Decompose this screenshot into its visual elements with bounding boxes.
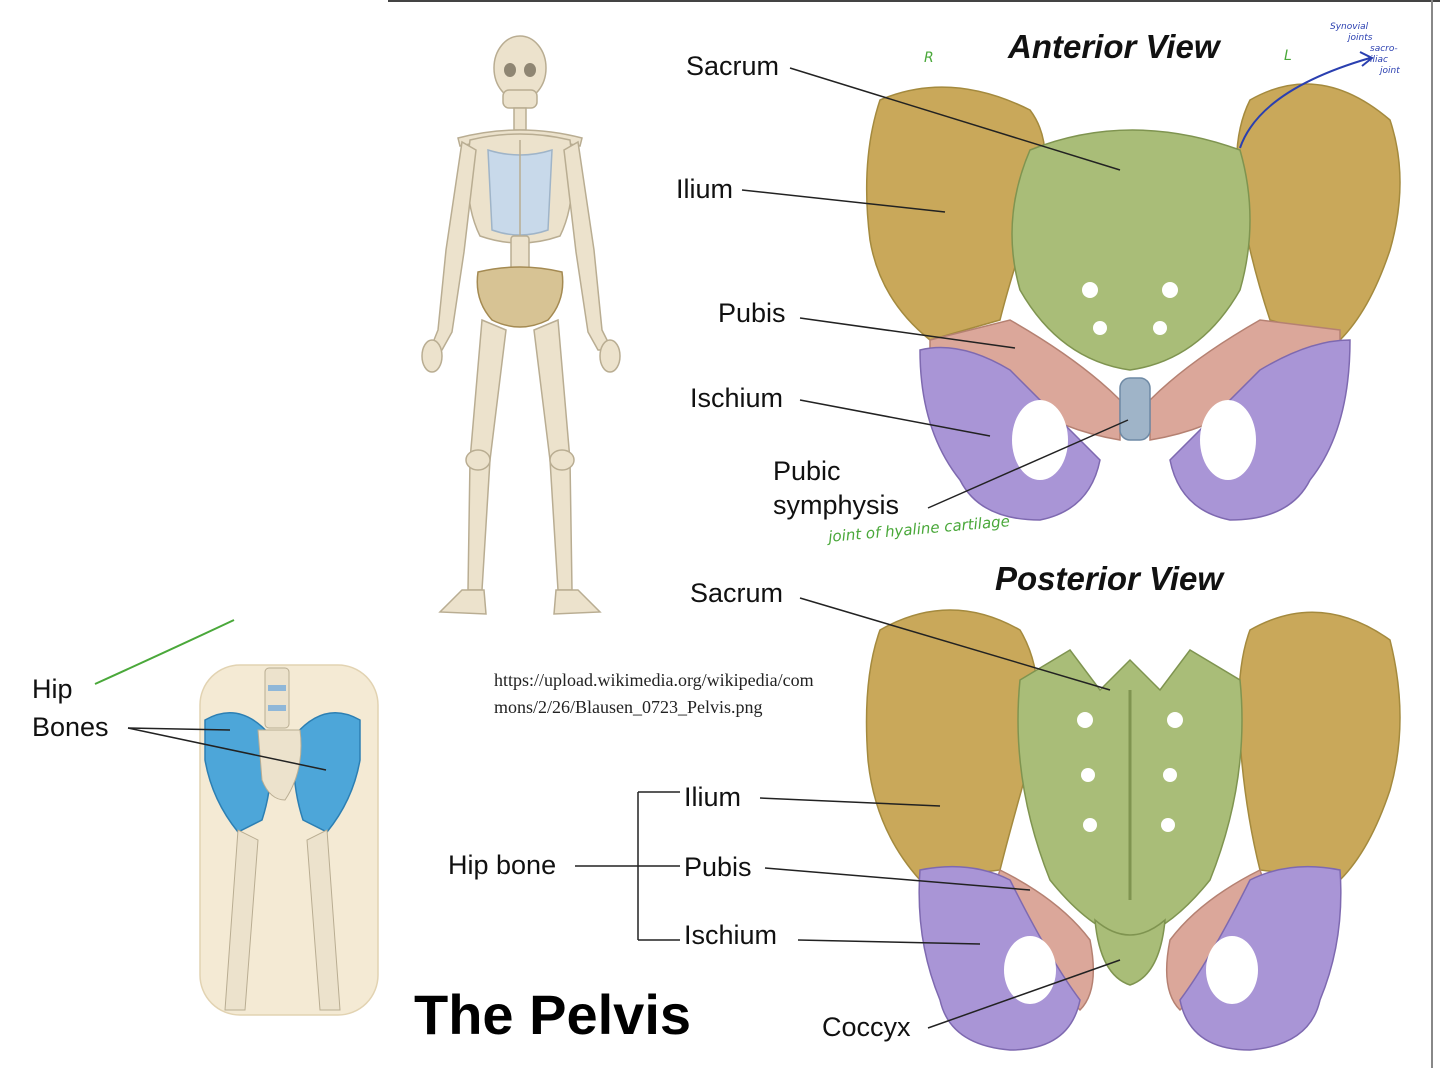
posterior-view-heading: Posterior View [995, 560, 1224, 597]
pubic-symphysis-label-line1: Pubic [773, 456, 841, 486]
sacroiliac-note-line2: joints [1348, 33, 1373, 43]
anterior-pelvis [865, 83, 1401, 521]
posterior-ischium-label: Ischium [684, 920, 778, 950]
blue-pen-arrow [1239, 51, 1374, 149]
source-url: https://upload.wikimedia.org/wikipedia/c… [494, 670, 814, 717]
sacroiliac-note-line5: joint [1380, 66, 1400, 76]
anterior-sacrum-label: Sacrum [686, 51, 780, 81]
posterior-ilium-label: Ilium [684, 782, 742, 812]
sacroiliac-note-line4: iliac [1370, 55, 1388, 65]
posterior-pubis-label: Pubis [684, 852, 752, 882]
sacroiliac-note-line1: Synovial [1330, 22, 1369, 32]
posterior-pelvis [865, 609, 1401, 1051]
left-side-mark: L [1284, 48, 1292, 64]
page-title: The Pelvis [414, 983, 692, 1046]
hip-bones-illustration [199, 664, 379, 1016]
anterior-view-heading: Anterior View [1008, 28, 1220, 65]
sacroiliac-note-line3: sacro- [1370, 44, 1398, 54]
pubic-symphysis-label-line2: symphysis [773, 490, 900, 520]
green-pen-stroke [94, 619, 235, 685]
hip-bone-label: Hip bone [448, 850, 557, 880]
right-side-mark: R [924, 50, 934, 66]
posterior-sacrum-label: Sacrum [690, 578, 784, 608]
leader-lines [127, 67, 1129, 1029]
hip-bones-label-line2: Bones [32, 712, 109, 742]
skeleton-illustration [421, 35, 621, 615]
anterior-ilium-label: Ilium [676, 174, 734, 204]
anterior-pubis-label: Pubis [718, 298, 786, 328]
anterior-ischium-label: Ischium [690, 383, 784, 413]
sacroiliac-note: Synovial joints sacro- iliac joint [1330, 22, 1430, 77]
coccyx-label: Coccyx [822, 1012, 911, 1042]
hip-bones-label-line1: Hip [32, 674, 73, 704]
